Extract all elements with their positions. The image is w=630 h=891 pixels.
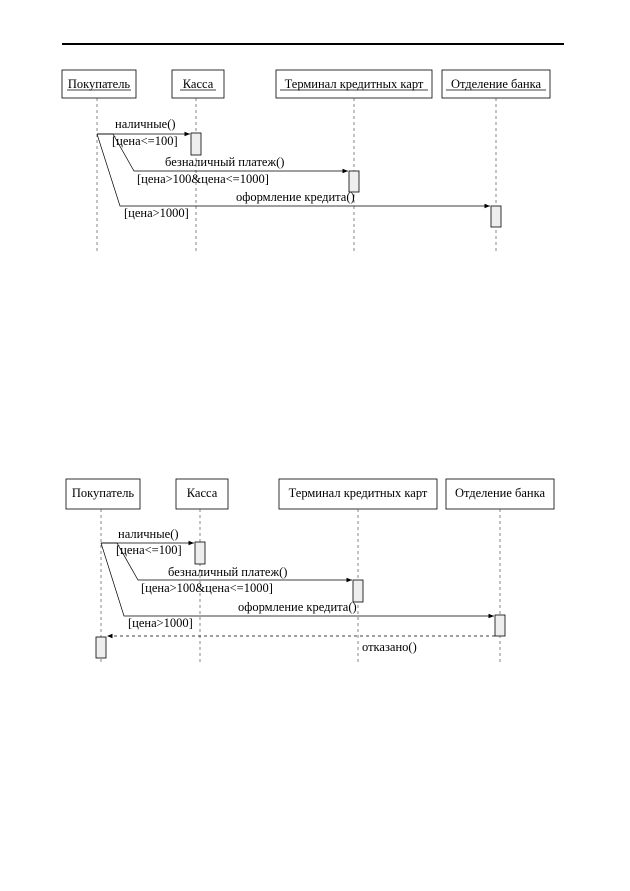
- message-refused-label-2: отказано(): [362, 640, 417, 654]
- message-terminal-guard-1: [цена>100&цена<=1000]: [137, 172, 269, 186]
- message-terminal-label-1: безналичный платеж(): [165, 155, 284, 169]
- object-bank-1: Отделение банка: [441, 69, 551, 99]
- object-cash-2: Касса: [175, 478, 229, 510]
- activation-bank-2: [494, 614, 506, 637]
- object-terminal-1: Терминал кредитных карт: [275, 69, 433, 99]
- object-buyer-1: Покупатель: [61, 69, 137, 99]
- object-cash-1: Касса: [171, 69, 225, 99]
- message-terminal-label-2: безналичный платеж(): [168, 565, 287, 579]
- object-terminal-2: Терминал кредитных карт: [278, 478, 438, 510]
- message-terminal-guard-2: [цена>100&цена<=1000]: [141, 581, 273, 595]
- object-buyer-2: Покупатель: [65, 478, 141, 510]
- message-bank-label-2: оформление кредита(): [238, 600, 357, 614]
- object-terminal-1-label: Терминал кредитных карт: [285, 77, 424, 91]
- message-cash-label-1: наличные(): [115, 117, 176, 131]
- activation-terminal-1: [348, 170, 360, 193]
- page-top-rule: [62, 43, 564, 45]
- message-bank-guard-2: [цена>1000]: [128, 616, 193, 630]
- object-buyer-1-label: Покупатель: [68, 77, 131, 91]
- object-buyer-2-label: Покупатель: [72, 486, 135, 500]
- message-terminal-arrow-1: [97, 133, 348, 174]
- activation-cash-1: [190, 132, 202, 156]
- object-cash-2-label: Касса: [187, 486, 218, 500]
- diagram-2: Покупатель Касса Терминал кредитных карт…: [65, 478, 555, 663]
- activation-bank-1: [490, 205, 502, 228]
- message-cash-guard-2: [цена<=100]: [116, 543, 182, 557]
- activation-terminal-2: [352, 579, 364, 603]
- activation-buyer-2: [95, 636, 107, 659]
- message-cash-guard-1: [цена<=100]: [112, 134, 178, 148]
- object-terminal-2-label: Терминал кредитных карт: [289, 486, 428, 500]
- object-bank-2: Отделение банка: [445, 478, 555, 510]
- message-cash-label-2: наличные(): [118, 527, 179, 541]
- message-bank-label-1: оформление кредита(): [236, 190, 355, 204]
- object-cash-1-label: Касса: [183, 77, 214, 91]
- message-bank-guard-1: [цена>1000]: [124, 206, 189, 220]
- message-bank-arrow-1: [96, 133, 490, 209]
- message-bank-arrow-2: [100, 542, 494, 619]
- message-terminal-arrow-2: [101, 542, 352, 583]
- activation-cash-2: [194, 541, 206, 565]
- object-bank-1-label: Отделение банка: [451, 77, 542, 91]
- diagram-1: Покупатель Касса Терминал кредитных карт…: [61, 69, 551, 254]
- object-bank-2-label: Отделение банка: [455, 486, 546, 500]
